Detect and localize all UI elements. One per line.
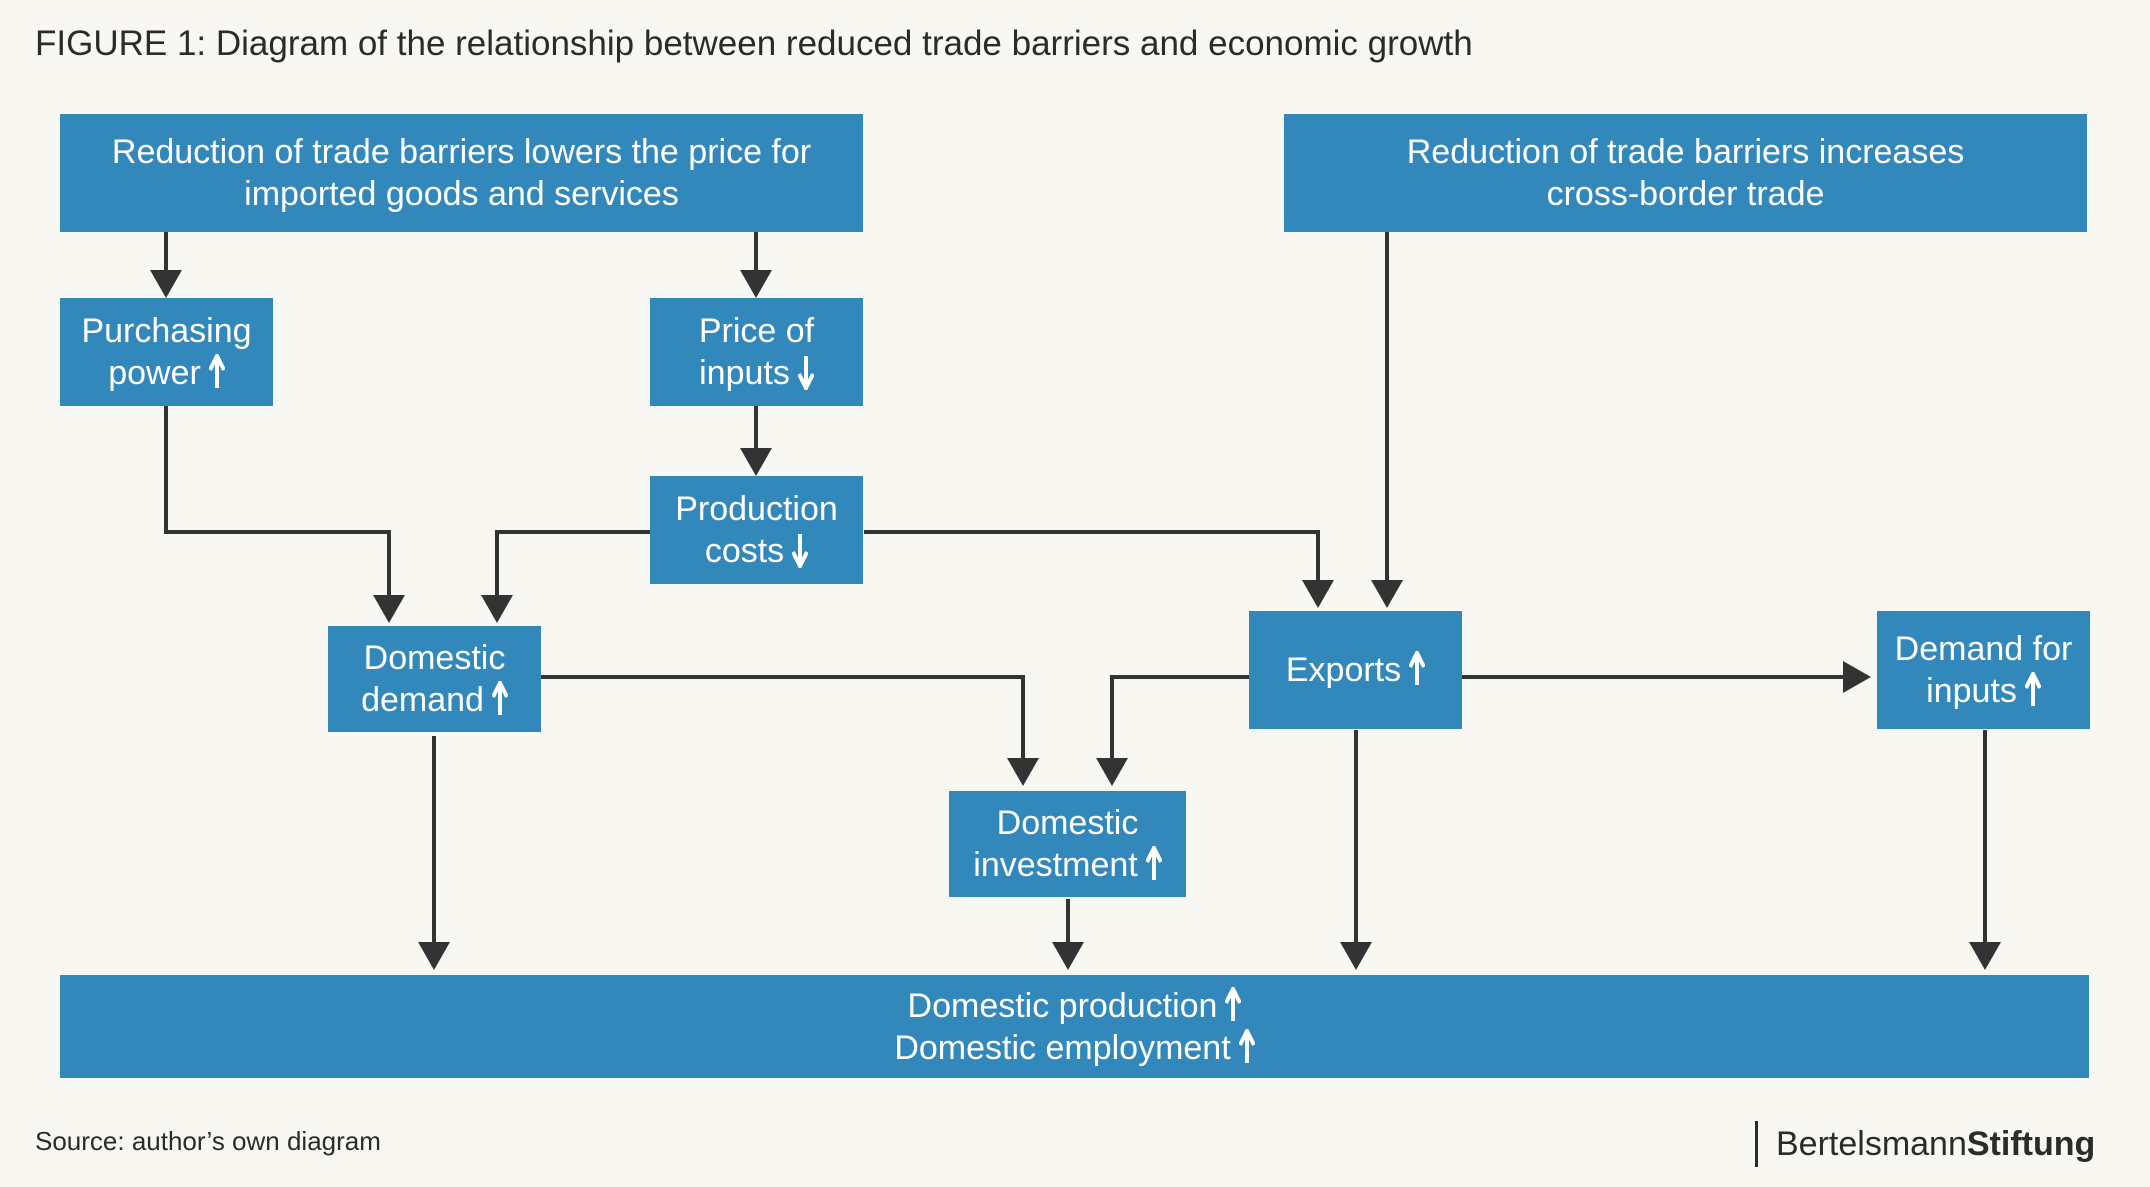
box-purchasing-power-line1: Purchasing xyxy=(81,312,252,350)
box-price-reduction: Reduction of trade barriers lowers the p… xyxy=(60,114,863,232)
box-exports: Exports xyxy=(1249,611,1462,729)
connector-exports-to-domestic-investment xyxy=(1096,675,1249,786)
box-demand-for-inputs: Demand for inputs xyxy=(1877,611,2090,729)
box-domestic-demand-line1: Domestic xyxy=(363,639,506,677)
box-purchasing-power: Purchasing power xyxy=(60,298,273,406)
box-price-of-inputs: Price of inputs xyxy=(650,298,863,406)
box-trade-increase: Reduction of trade barriers increases cr… xyxy=(1284,114,2087,232)
box-demand-for-inputs-line1: Demand for xyxy=(1894,630,2073,668)
box-production-costs: Production costs xyxy=(650,476,863,584)
box-production-costs-line2: costs xyxy=(704,532,785,570)
connector-production-costs-to-exports xyxy=(864,530,1334,608)
box-price-of-inputs-line1: Price of xyxy=(698,312,815,350)
connector-purchasing-power-to-domestic-demand xyxy=(164,406,405,623)
box-trade-increase-line2: cross-border trade xyxy=(1546,175,1825,213)
box-exports-line1: Exports xyxy=(1285,651,1402,689)
up-arrow-icon xyxy=(1225,986,1242,1021)
box-domestic-investment-line2: investment xyxy=(973,846,1138,884)
box-price-reduction-line2: imported goods and services xyxy=(244,175,679,213)
box-price-of-inputs-line2: inputs xyxy=(699,354,790,392)
box-domestic-investment-line1: Domestic xyxy=(996,804,1139,842)
up-arrow-icon xyxy=(2024,672,2041,706)
box-price-reduction-line1: Reduction of trade barriers lowers the p… xyxy=(111,133,812,171)
logo-part2: Stiftung xyxy=(1966,1124,2096,1163)
box-trade-increase-line1: Reduction of trade barriers increases xyxy=(1406,133,1965,171)
box-production-costs-line1: Production xyxy=(675,490,838,528)
figure-title: FIGURE 1: Diagram of the relationship be… xyxy=(35,24,1473,63)
down-arrow-icon xyxy=(792,534,809,568)
up-arrow-icon xyxy=(491,681,508,715)
box-domestic-investment: Domestic investment xyxy=(949,791,1186,897)
connector-domestic-demand-to-domestic-investment xyxy=(541,675,1039,786)
box-outcome-line1: Domestic production xyxy=(907,986,1218,1025)
logo-part1: Bertelsmann xyxy=(1776,1124,1967,1163)
box-outcome-line2: Domestic employment xyxy=(894,1028,1231,1067)
box-domestic-demand: Domestic demand xyxy=(328,626,541,732)
up-arrow-icon xyxy=(208,354,225,388)
up-arrow-icon xyxy=(1145,846,1162,880)
box-domestic-outcome: Domestic production Domestic employment xyxy=(60,975,2089,1078)
box-domestic-demand-line2: demand xyxy=(361,681,484,719)
box-purchasing-power-line2: power xyxy=(108,354,201,392)
connector-production-costs-to-domestic-demand xyxy=(481,530,650,623)
up-arrow-icon xyxy=(1238,1028,1255,1063)
down-arrow-icon xyxy=(797,356,814,390)
source-note: Source: author’s own diagram xyxy=(35,1126,381,1156)
box-demand-for-inputs-line2: inputs xyxy=(1926,672,2017,710)
up-arrow-icon xyxy=(1409,651,1426,685)
